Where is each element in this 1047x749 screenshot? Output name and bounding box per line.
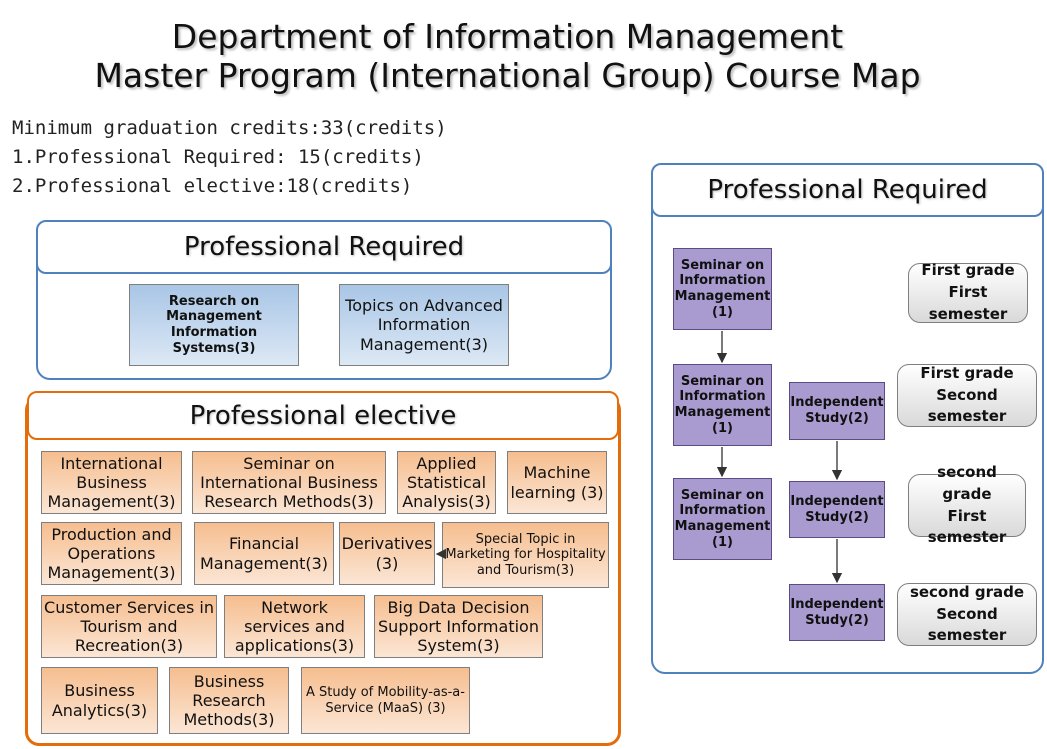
course-intl-business-mgmt: International Business Management(3): [41, 451, 182, 514]
course-research-mis: Research on Management Information Syste…: [129, 284, 299, 366]
required-panel-header: Professional Required: [36, 220, 612, 274]
semester-label-2-grade: First grade: [920, 363, 1014, 382]
course-network-services: Network services and applications(3): [224, 595, 365, 658]
course-seminar-intl-business: Seminar on International Business Resear…: [192, 451, 386, 514]
semester-label-1-semester: First semester: [928, 283, 1008, 323]
elective-panel-header: Professional elective: [27, 391, 619, 440]
course-business-research-methods: Business Research Methods(3): [169, 667, 289, 734]
course-business-analytics: Business Analytics(3): [41, 667, 158, 734]
semester-label-3-grade: second grade: [937, 463, 997, 503]
semester-label-3-semester: First semester: [927, 506, 1007, 547]
semester-label-4-grade: second grade: [909, 582, 1025, 601]
independent-study-3: Independent Study(2): [789, 584, 885, 641]
elective-credits-text: 2.Professional elective:18(credits): [12, 175, 413, 197]
course-maas-study: A Study of Mobility-as-a-Service (MaaS) …: [301, 667, 470, 734]
min-credits-text: Minimum graduation credits:33(credits): [12, 117, 447, 139]
course-customer-services-tourism: Customer Services in Tourism and Recreat…: [41, 595, 217, 658]
page-title-line2: Master Program (International Group) Cou…: [94, 56, 921, 95]
course-derivatives: Derivatives (3): [339, 522, 435, 585]
semester-label-1-grade: First grade: [921, 261, 1015, 280]
course-production-operations: Production and Operations Management(3): [41, 522, 182, 585]
timeline-panel-header: Professional Required: [651, 163, 1044, 217]
semester-label-2: First grade Second semester: [897, 364, 1037, 427]
seminar-info-mgmt-2: Seminar on Information Management (1): [673, 364, 772, 446]
semester-label-1: First grade First semester: [908, 261, 1028, 323]
course-machine-learning: Machine learning (3): [507, 451, 607, 514]
page-title-line1: Department of Information Management: [171, 17, 844, 56]
semester-label-4: second grade Second semester: [897, 583, 1037, 646]
seminar-info-mgmt-1: Seminar on Information Management (1): [673, 248, 772, 330]
required-credits-text: 1.Professional Required: 15(credits): [12, 146, 424, 168]
course-big-data-decision: Big Data Decision Support Information Sy…: [374, 595, 543, 658]
independent-study-1: Independent Study(2): [789, 382, 885, 440]
semester-label-2-semester: Second semester: [927, 385, 1007, 426]
seminar-info-mgmt-3: Seminar on Information Management (1): [673, 478, 772, 560]
semester-label-4-semester: Second semester: [927, 604, 1007, 645]
semester-label-3: second grade First semester: [908, 463, 1026, 546]
course-financial-mgmt: Financial Management(3): [194, 522, 334, 585]
independent-study-2: Independent Study(2): [789, 481, 885, 538]
course-applied-statistics: Applied Statistical Analysis(3): [397, 451, 496, 514]
course-advanced-info-mgmt: Topics on Advanced Information Managemen…: [339, 284, 509, 366]
